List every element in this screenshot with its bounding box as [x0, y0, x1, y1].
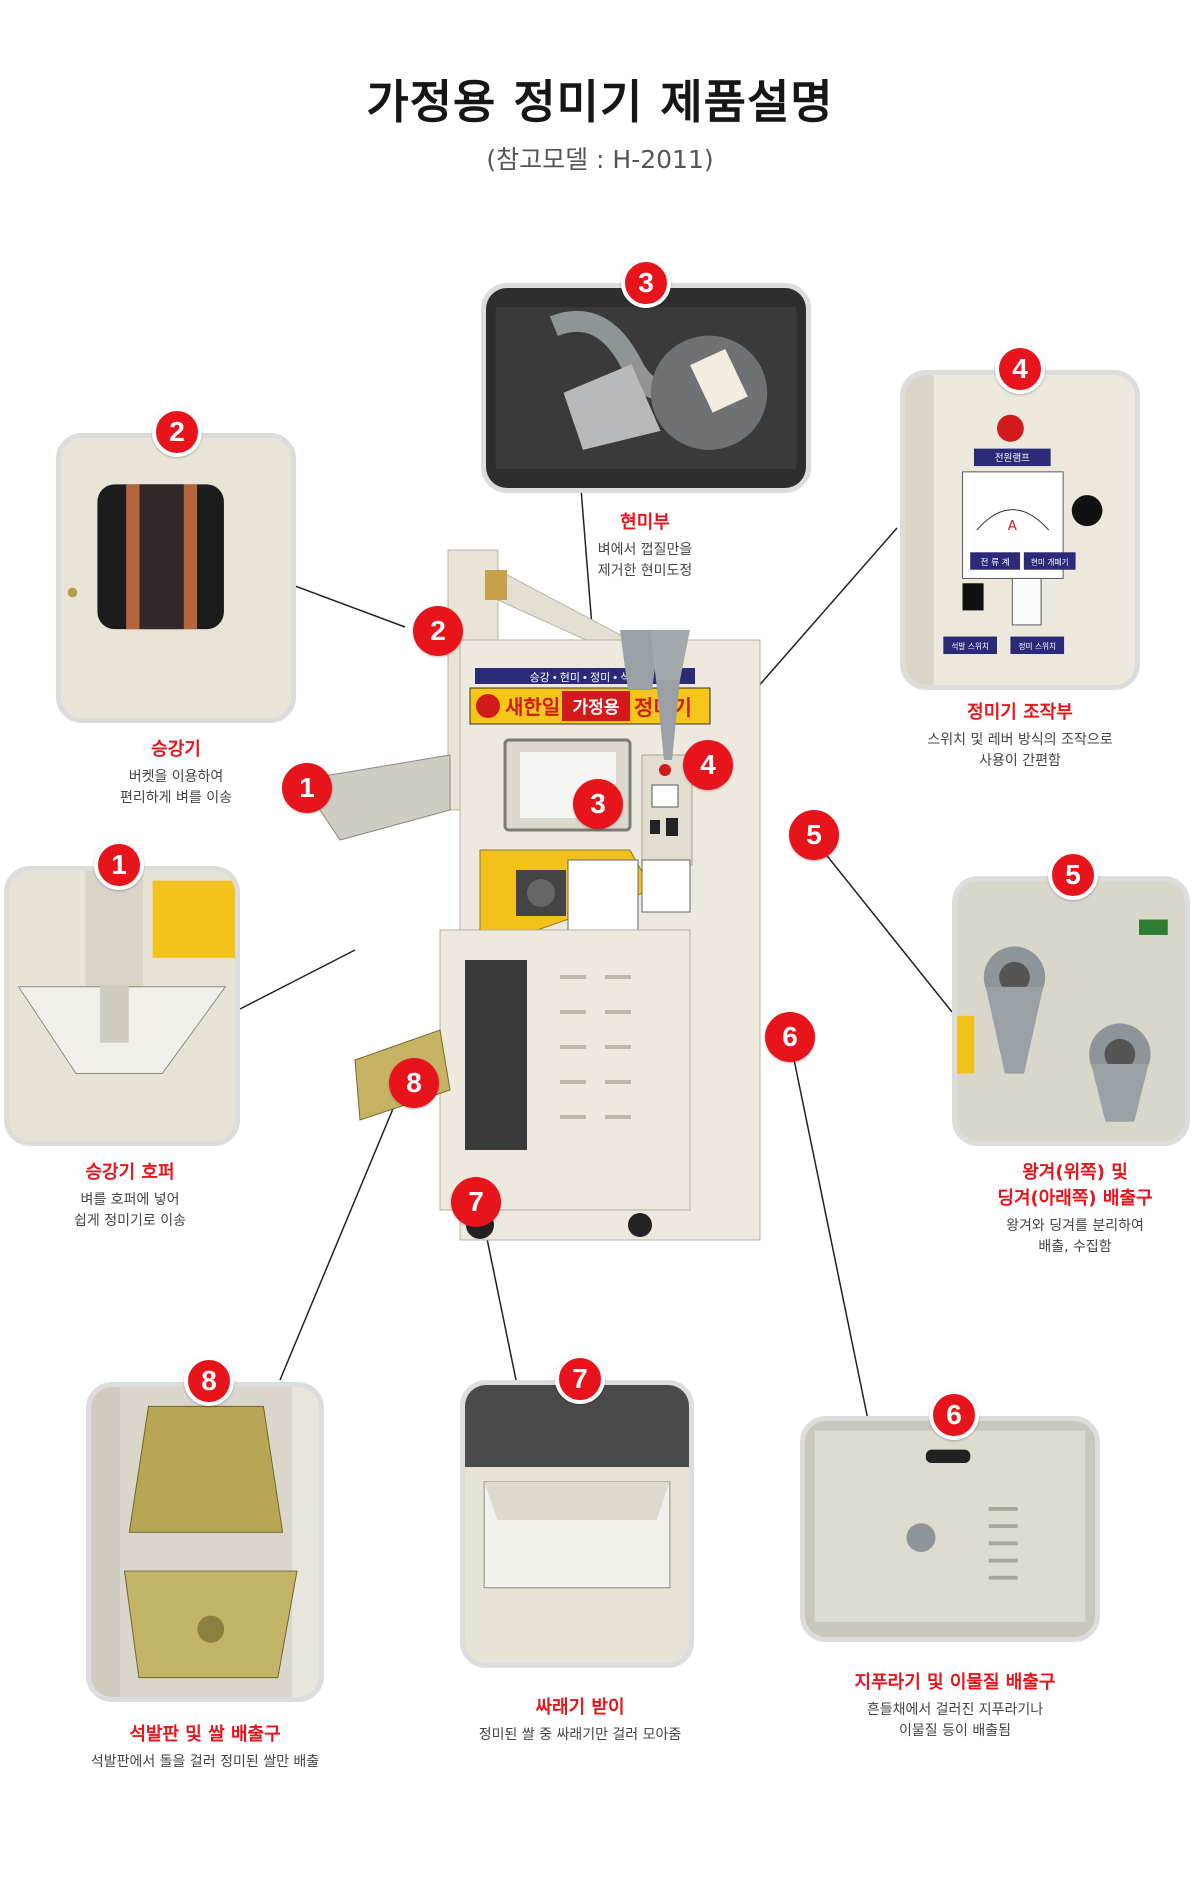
panel4-current-label: 전 류 계: [980, 556, 1009, 568]
caption-part-2: 승강기 버켓을 이용하여 편리하게 벼를 이송: [86, 737, 266, 809]
panel4-gauge-label: 현미 개폐기: [1031, 557, 1069, 567]
photo-part-2: [56, 433, 296, 723]
caption-part-7: 싸래기 받이 정미된 쌀 중 싸래기만 걸러 모아줌: [440, 1695, 720, 1746]
photo-part-5: [952, 876, 1190, 1146]
caption-3-title: 현미부: [620, 512, 670, 533]
caption-6-title: 지푸라기 및 이물질 배출구: [854, 1672, 1056, 1693]
caption-4-title: 정미기 조작부: [967, 702, 1073, 723]
panel4-switch2: 정미 스위치: [1018, 641, 1056, 651]
machine-badge-4: 4: [683, 740, 733, 790]
photo-part-6: [800, 1416, 1100, 1642]
caption-8-title: 석발판 및 쌀 배출구: [129, 1724, 281, 1745]
photo-part-7: [460, 1380, 694, 1668]
photo-part-4: 전원램프 A 전 류 계 현미 개폐기 석발 스위치 정미 스위치: [900, 370, 1140, 690]
caption-1-desc: 벼를 호퍼에 넣어 쉽게 정미기로 이송: [74, 1192, 186, 1229]
caption-4-desc: 스위치 및 레버 방식의 조작으로 사용이 간편함: [927, 732, 1113, 769]
photo-part-8: [86, 1382, 324, 1702]
photo-badge-1: 1: [94, 840, 144, 890]
caption-2-title: 승강기: [151, 739, 201, 760]
page-subtitle: (참고모델 : H-2011): [486, 145, 714, 174]
caption-1-title: 승강기 호퍼: [85, 1162, 175, 1183]
machine-brand-mid: 가정용: [573, 698, 620, 718]
machine-badge-3: 3: [573, 779, 623, 829]
machine-badge-7: 7: [451, 1177, 501, 1227]
page-title: 가정용 정미기 제품설명: [366, 75, 834, 129]
photo-badge-8: 8: [184, 1356, 234, 1406]
machine-badge-1: 1: [282, 763, 332, 813]
caption-6-desc: 흔들채에서 걸러진 지푸라기나 이물질 등이 배출됨: [866, 1702, 1044, 1739]
photo-badge-5: 5: [1048, 850, 1098, 900]
caption-5-desc: 왕겨와 딩겨를 분리하여 배출, 수집함: [1006, 1218, 1144, 1255]
caption-8-desc: 석발판에서 돌을 걸러 정미된 쌀만 배출: [90, 1754, 320, 1770]
photo-badge-3: 3: [621, 258, 671, 308]
photo-badge-6: 6: [929, 1390, 979, 1440]
caption-part-1: 승강기 호퍼 벼를 호퍼에 넣어 쉽게 정미기로 이송: [40, 1160, 220, 1232]
panel4-meter-unit: A: [1008, 518, 1018, 534]
photo-badge-7: 7: [555, 1354, 605, 1404]
rice-mill-machine: 승강 • 현미 • 정미 • 석발 새한일 가정용 정미기: [299, 530, 820, 1290]
machine-badge-5: 5: [789, 810, 839, 860]
panel4-switch1: 석발 스위치: [951, 641, 989, 651]
machine-brand: 새한일: [505, 695, 560, 719]
panel4-lamp-label: 전원램프: [995, 452, 1030, 464]
caption-part-3: 현미부 벼에서 껍질만을 제거한 현미도정: [560, 510, 730, 582]
caption-3-desc: 벼에서 껍질만을 제거한 현미도정: [597, 542, 693, 579]
caption-7-desc: 정미된 쌀 중 싸래기만 걸러 모아줌: [478, 1727, 682, 1743]
machine-badge-2: 2: [413, 606, 463, 656]
caption-part-6: 지푸라기 및 이물질 배출구 흔들채에서 걸러진 지푸라기나 이물질 등이 배출…: [820, 1670, 1090, 1742]
photo-part-3: [481, 283, 811, 493]
caption-part-5: 왕겨(위쪽) 및 딩겨(아래쪽) 배출구 왕겨와 딩겨를 분리하여 배출, 수집…: [960, 1160, 1190, 1258]
photo-badge-2: 2: [152, 407, 202, 457]
caption-7-title: 싸래기 받이: [535, 1697, 625, 1718]
caption-part-8: 석발판 및 쌀 배출구 석발판에서 돌을 걸러 정미된 쌀만 배출: [50, 1722, 360, 1773]
caption-2-desc: 버켓을 이용하여 편리하게 벼를 이송: [120, 769, 232, 806]
machine-badge-8: 8: [389, 1058, 439, 1108]
photo-badge-4: 4: [995, 344, 1045, 394]
photo-part-1: [4, 866, 240, 1146]
caption-5-title: 왕겨(위쪽) 및 딩겨(아래쪽) 배출구: [997, 1162, 1153, 1209]
machine-badge-6: 6: [765, 1012, 815, 1062]
caption-part-4: 정미기 조작부 스위치 및 레버 방식의 조작으로 사용이 간편함: [895, 700, 1145, 772]
machine-top-strip: 승강 • 현미 • 정미 • 석발: [530, 671, 641, 684]
